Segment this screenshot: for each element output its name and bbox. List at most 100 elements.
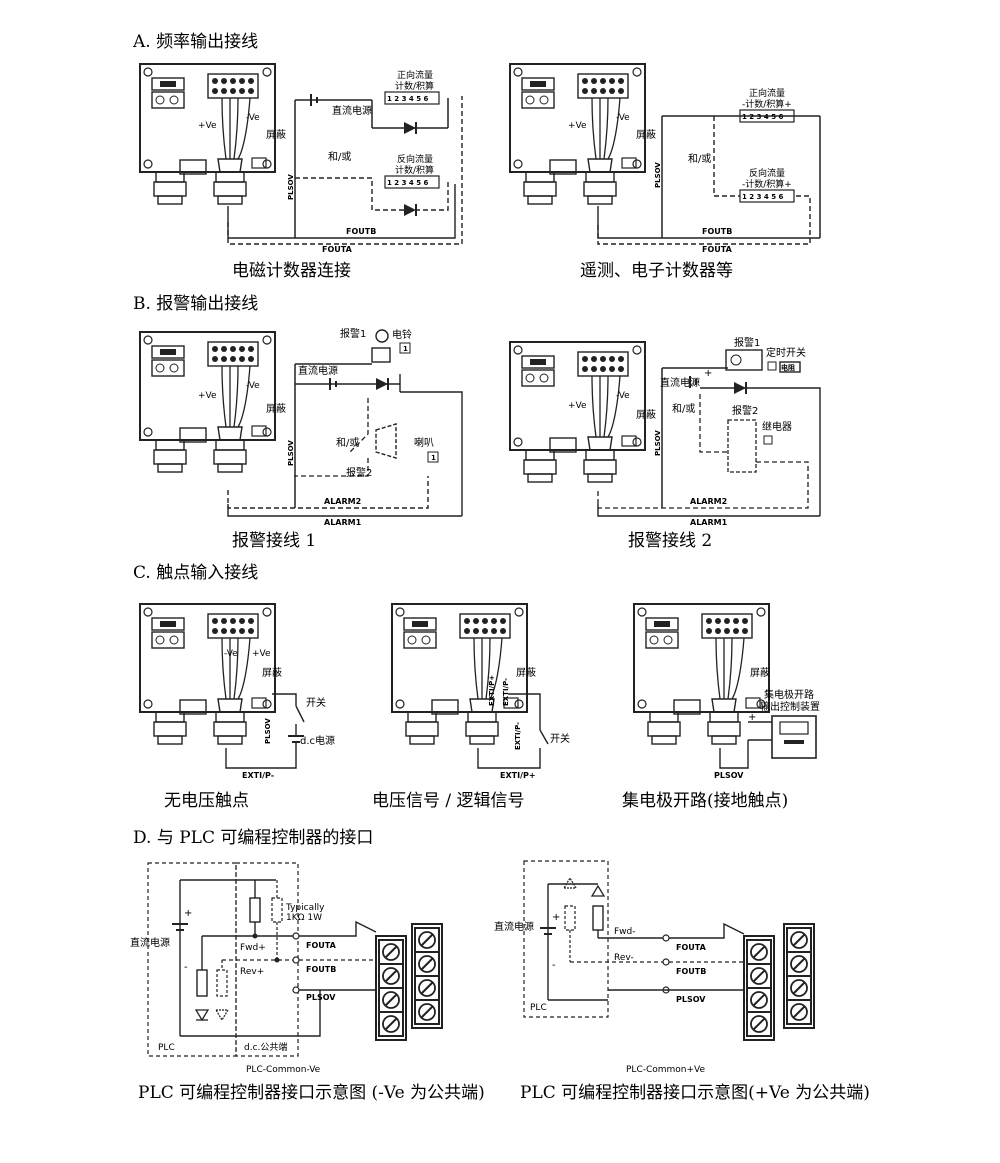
diagram-a1: +Ve -Ve 屏蔽 PLSOV 直流电源 正向流量 计数/积算 1 2 3 4… xyxy=(139,63,463,281)
extip-pos-label: EXTI/P+ xyxy=(488,675,496,706)
alarm2-label: 报警2 xyxy=(346,466,372,479)
caption-a1: 电磁计数器连接 xyxy=(232,261,351,281)
plsov-label: PLSOV xyxy=(287,440,295,466)
terminal-numbers-2: 1 2 3 4 5 6 xyxy=(387,179,429,187)
alarm2-wire-label: ALARM2 xyxy=(324,497,361,506)
fouta-label: FOUTA xyxy=(702,245,733,254)
foutb-label: FOUTB xyxy=(346,227,376,236)
pos-ve-label: +Ve xyxy=(568,401,587,411)
neg-ve-label: -Ve xyxy=(224,649,238,659)
fwd-minus-label: Fwd- xyxy=(614,927,636,937)
terminal-numbers: 1 2 3 4 5 6 xyxy=(742,113,784,121)
minus-sign: - xyxy=(184,962,188,973)
alarm2-wire-label: ALARM2 xyxy=(690,497,727,506)
fouta-label: FOUTA xyxy=(306,941,337,950)
count-total-label: 计数/积算 xyxy=(395,80,434,92)
section-b-title: B. 报警输出接线 xyxy=(133,294,258,314)
diagram-a2: +Ve -Ve 屏蔽 PLSOV 正向流量 -计数/积算+ 1 2 3 4 5 … xyxy=(509,63,821,281)
terminal-numbers: 1 2 3 4 5 6 xyxy=(387,95,429,103)
caption-c3: 集电极开路(接地触点) xyxy=(622,791,788,811)
diagram-c3: 屏蔽 集电极开路 输出控制装置 + PLSOV 集电极开路(接地触点) xyxy=(622,603,820,811)
rev-minus-label: Rev- xyxy=(614,953,634,963)
dc-power-label: 直流电源 xyxy=(332,104,372,117)
caption-c1: 无电压触点 xyxy=(164,791,249,811)
extip-neg-vertical-label: EXTI/P- xyxy=(514,722,522,750)
one-label-2: 1 xyxy=(431,454,436,462)
extip-neg-label: EXTI/P- xyxy=(242,771,274,780)
section-d-title: D. 与 PLC 可编程控制器的接口 xyxy=(133,828,373,848)
timer-switch-label: 定时开关 xyxy=(766,346,806,359)
plc-label: PLC xyxy=(158,1043,175,1053)
foutb-label: FOUTB xyxy=(676,967,706,976)
terminal-numbers-2: 1 2 3 4 5 6 xyxy=(742,193,784,201)
and-or-label: 和/或 xyxy=(688,153,711,165)
foutb-label: FOUTB xyxy=(702,227,732,236)
dc-common-label: d.c.公共端 xyxy=(244,1041,287,1053)
and-or-label: 和/或 xyxy=(336,437,359,449)
plsov-wire-label: PLSOV xyxy=(714,771,744,780)
relay-label: 继电器 xyxy=(762,420,792,433)
count-total-label: -计数/积算+ xyxy=(742,98,792,110)
count-total-label-2: -计数/积算+ xyxy=(742,178,792,190)
plsov-label: PLSOV xyxy=(306,993,336,1002)
caption-d2: PLC 可编程控制器接口示意图(+Ve 为公共端) xyxy=(520,1083,870,1103)
fwd-counter-label: 正向流量 xyxy=(749,87,785,99)
plsov-label: PLSOV xyxy=(676,995,706,1004)
plus-sign: + xyxy=(704,368,712,379)
neg-ve-label: -Ve xyxy=(246,113,260,123)
plc-common-pos-label: PLC-Common+Ve xyxy=(626,1065,706,1075)
fwd-plus-label: Fwd+ xyxy=(240,943,266,953)
plus-sign: + xyxy=(748,712,756,723)
and-or-label: 和/或 xyxy=(672,403,695,415)
caption-b2: 报警接线 2 xyxy=(628,531,712,551)
alarm1-label: 报警1 xyxy=(734,336,760,349)
switch-label: 开关 xyxy=(550,732,570,745)
diagram-c2: EXTI/P+ EXTI/P- 屏蔽 开关 EXTI/P- EXTI/P+ 电压… xyxy=(372,603,570,811)
bell-label: 电铃 xyxy=(392,328,412,341)
fwd-counter-label: 正向流量 xyxy=(397,69,433,81)
pos-ve-label: +Ve xyxy=(198,121,217,131)
diagram-d2: 直流电源 + - Fwd- Rev- PLC FOUTA FOUTB PLSOV… xyxy=(494,860,870,1103)
horn-label: 喇叭 xyxy=(414,437,434,449)
extip-neg-label: EXTI/P- xyxy=(502,678,510,706)
foutb-label: FOUTB xyxy=(306,965,336,974)
one-label: 1 xyxy=(403,345,408,353)
section-a-title: A. 频率输出接线 xyxy=(132,32,258,52)
shield-label: 屏蔽 xyxy=(750,667,770,679)
caption-c2: 电压信号 / 逻辑信号 xyxy=(372,791,525,811)
neg-ve-label: -Ve xyxy=(616,391,630,401)
caption-b1: 报警接线 1 xyxy=(232,531,316,551)
alarm1-label: 报警1 xyxy=(340,327,366,340)
resistor-value-label: 1KΩ 1W xyxy=(286,913,322,923)
dc-power-label: 直流电源 xyxy=(130,936,170,949)
typically-label: Typically xyxy=(285,903,325,913)
dc-power-label: 直流电源 xyxy=(494,920,534,933)
plsov-label: PLSOV xyxy=(287,174,295,200)
diagram-b1: +Ve -Ve 屏蔽 PLSOV 直流电源 报警1 电铃 1 和/或 喇叭 1 … xyxy=(139,327,463,551)
plc-common-neg-label: PLC-Common-Ve xyxy=(246,1065,321,1075)
plus-sign: + xyxy=(184,908,192,919)
shield-label: 屏蔽 xyxy=(516,667,536,679)
rev-counter-label: 反向流量 xyxy=(397,153,433,165)
resistor-label: 电阻 xyxy=(781,363,795,372)
plsov-label: PLSOV xyxy=(264,718,272,744)
and-or-label: 和/或 xyxy=(328,151,351,163)
section-c-title: C. 触点输入接线 xyxy=(133,563,258,583)
extip-pos-wire-label: EXTI/P+ xyxy=(500,771,536,780)
minus-sign: - xyxy=(552,960,556,971)
caption-a2: 遥测、电子计数器等 xyxy=(580,261,733,281)
alarm2-label: 报警2 xyxy=(732,404,758,417)
fouta-label: FOUTA xyxy=(322,245,353,254)
neg-ve-label: -Ve xyxy=(246,381,260,391)
alarm1-wire-label: ALARM1 xyxy=(690,518,728,527)
plsov-label: PLSOV xyxy=(654,162,662,188)
shield-label: 屏蔽 xyxy=(636,129,656,141)
diagram-c1: -Ve +Ve 屏蔽 PLSOV 开关 d.c电源 EXTI/P- 无电压触点 xyxy=(139,603,335,811)
diagram-b2: +Ve -Ve 屏蔽 PLSOV 直流电源 + 报警1 定时开关 电阻 和/或 … xyxy=(509,336,821,551)
rev-plus-label: Rev+ xyxy=(240,967,264,977)
alarm1-wire-label: ALARM1 xyxy=(324,518,362,527)
caption-d1: PLC 可编程控制器接口示意图 (-Ve 为公共端) xyxy=(138,1083,485,1103)
pos-ve-label: +Ve xyxy=(252,649,271,659)
dc-power-label: 直流电源 xyxy=(660,376,700,389)
